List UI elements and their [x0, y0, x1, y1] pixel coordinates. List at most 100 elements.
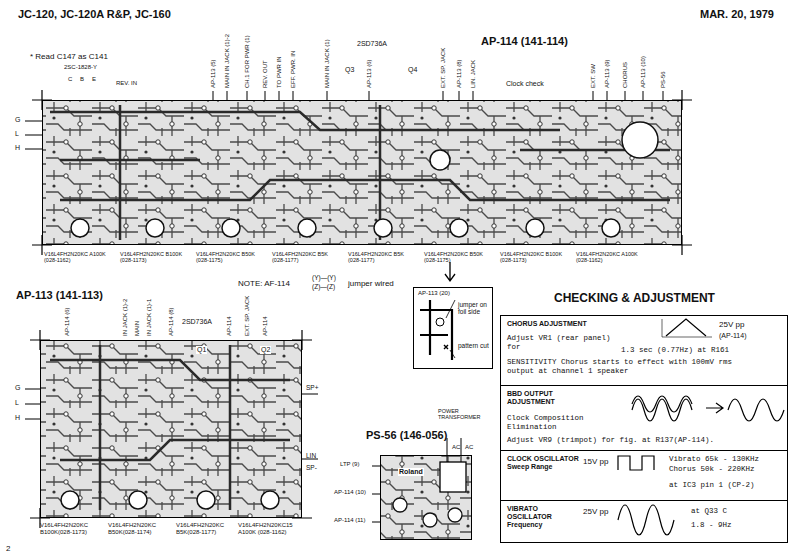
pcb-board: PS-56 (146-056) [380, 455, 472, 540]
label-text: Q2 [260, 346, 271, 354]
label-text: MAR. 20, 1979 [700, 8, 774, 21]
label-text: Q1 [196, 346, 207, 354]
label-text: jumper wired [348, 279, 394, 288]
label-text: * Read C147 as C141 [30, 52, 108, 61]
label-text: SP- [306, 464, 317, 471]
label-text: V16L4FH2N20KC B100K(028-1173) [40, 522, 104, 536]
node-heading: CLOCK OSCILLATOR Sweep Range [507, 455, 582, 471]
connector-label: MAIN [134, 321, 141, 336]
node-text: Vibrato 65k - 130KHz [669, 455, 759, 464]
ps56-board-art [372, 438, 472, 540]
label-text: AC [465, 444, 473, 451]
connector-label: MAIN IN JACK (1)-2 [224, 34, 231, 88]
node-heading: CHORUS ADJUSTMENT [507, 320, 587, 328]
label-text: JC-120, JC-120A R&P, JC-160 [18, 8, 171, 21]
label-text: Q3 [345, 66, 354, 74]
connector-label: AP-114 [262, 316, 269, 336]
node-text: 25V pp [719, 320, 744, 329]
table-row: CHORUS ADJUSTMENT Adjust VR1 (rear panel)… [501, 316, 787, 386]
label-text: LTP (9) [340, 461, 359, 468]
label-text: Roland [398, 468, 424, 476]
label-text: L [15, 399, 19, 407]
connector-label: CH.1 FOR PWR (1) [244, 35, 251, 88]
jumper-inset-art [420, 262, 455, 360]
label-text: (Y)—(Y) [312, 274, 336, 281]
label-text: V16L4FH2N20KC B50K (028-1175) [424, 251, 494, 264]
node-text: at Q33 C [691, 507, 727, 516]
node-heading: AP-113 (141-113) [16, 289, 103, 302]
node-text: pattern cut [458, 342, 492, 349]
label-text: V16L4FH2N20KC B100K (028-1173) [120, 251, 190, 264]
label-text: AC [452, 444, 460, 451]
node-heading: AP-114 (141-114) [481, 35, 568, 48]
node-heading: AP-113 (20) [418, 290, 450, 297]
connector-label: EXT. SP. JACK [440, 48, 447, 88]
connector-label: IN JACK (1)-2 [122, 299, 129, 336]
connector-label: LIN. JACK [470, 60, 477, 88]
connector-label: EFF. PWR. IN [290, 51, 297, 88]
label-text: 2SD736A [182, 318, 212, 326]
pcb-board: AP-114 (141-114) [42, 100, 682, 245]
label-text: B [80, 76, 84, 83]
connector-label: AP-113 (9) [604, 59, 611, 88]
label-text: AP-114 (11) [334, 517, 365, 524]
connector-label: AP-113 (10) [640, 56, 647, 88]
connector-label: AP-114 (8) [168, 307, 175, 336]
table-row: VIBRATO OSCILLATOR Frequency25V pp at Q33… [501, 501, 787, 542]
label-text: AP-114 (10) [334, 489, 366, 496]
node-heading: CHECKING & ADJUSTMENT [554, 292, 715, 306]
connector-label: REV. OUT [262, 60, 269, 88]
label-text: V16L4FH2N20KC B100K (028-1173) [500, 251, 570, 264]
node-heading: PS-56 (146-056) [366, 429, 447, 442]
label-text: V16L4FH2N20KC15 A100K (028-1162) [238, 522, 300, 536]
connector-label: EXT. SW [590, 64, 597, 88]
label-text: SP+ [306, 384, 318, 391]
pcb-board: AP-113 (141-113) [40, 340, 302, 518]
adjustment-table: CHECKING & ADJUSTMENTCHORUS ADJUSTMENTAd… [500, 315, 788, 543]
label-text: G [15, 116, 20, 124]
label-text: E [92, 76, 96, 83]
connector-label: PS-56 [660, 71, 667, 88]
connector-label: EXT. SP. JACK [244, 296, 251, 336]
node-text: 25V pp [583, 507, 608, 516]
connector-label: MAIN IN JACK (1) [324, 39, 331, 88]
connector-label: AP-114 (6) [64, 307, 71, 336]
node-text: at IC3 pin 1 (CP-2) [669, 481, 755, 490]
label-text: V16L4FH2N20KC B5K (028-1177) [272, 251, 342, 264]
node-text: 1.8 - 9Hz [691, 521, 732, 530]
node-text: jumper on foil side [458, 301, 492, 316]
label-text: 2SC-1828-Y [64, 64, 97, 71]
label-text: V16L4FH2N20KC B50K(028-1174) [108, 522, 172, 536]
node-text: Clock Composition Elimination [507, 414, 619, 431]
node-text: 1.3 sec (0.77Hz) at R161 [621, 346, 729, 355]
ap114-board-art [25, 90, 692, 255]
connector-label: AP-113 (8) [456, 59, 463, 88]
ap113-board-art [25, 330, 318, 528]
label-text: V16L4FH2N20KC B5K (028-1177) [348, 251, 418, 264]
label-text: LIN [306, 452, 316, 459]
label-text: REV. IN [116, 80, 137, 87]
label-text: L [15, 130, 19, 138]
node-text: SENSITIVITY Chorus starts to effect with… [507, 358, 739, 375]
node-heading: BBD OUTPUT ADJUSTMENT [507, 390, 587, 406]
node-heading: VIBRATO OSCILLATOR Frequency [507, 505, 582, 529]
jumper-inset-box: AP-113 (20) jumper on foil side pattern cu… [413, 287, 493, 369]
label-text: G [15, 384, 20, 392]
node-text: Chorus 50k - 220KHz [669, 465, 755, 474]
label-text: C [68, 76, 72, 83]
node-text: Adjust VR1 (rear panel) for [507, 334, 617, 351]
label-text: H [15, 144, 20, 152]
node-text: 15V pp [583, 457, 608, 466]
connector-label: AP-113 (5) [210, 59, 217, 88]
node-text: Adjust VR9 (trimpot) for fig. at R137(AP… [507, 436, 714, 445]
table-row: CLOCK OSCILLATOR Sweep Range15V pp Vibrat… [501, 451, 787, 501]
label-text: POWER TRANSFORMER [438, 408, 478, 421]
label-text: 2SD736A [357, 40, 387, 48]
label-text: Clock check [506, 80, 544, 88]
connector-label: TO PWR IN [276, 56, 283, 88]
label-text: (Z)—(Z) [312, 283, 335, 290]
label-text: V16L4FH2N20KC A100K (028-1162) [576, 251, 646, 264]
label-text: Q4 [408, 66, 417, 74]
table-row: BBD OUTPUT ADJUSTMENT Clock Composition E… [501, 386, 787, 451]
